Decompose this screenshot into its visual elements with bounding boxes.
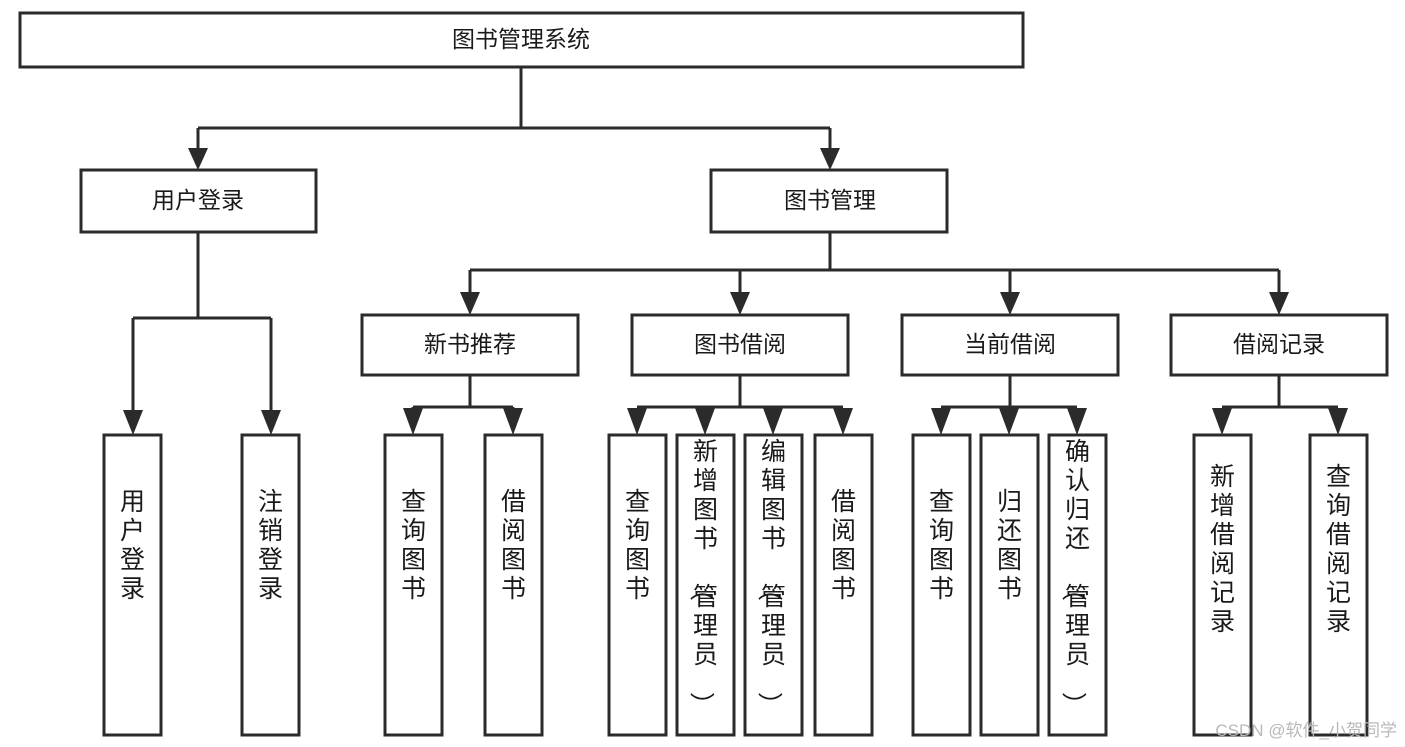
node-leaf-9[interactable]: 查询图书 <box>911 433 972 737</box>
arrow-leaf-6-icon <box>695 408 715 435</box>
node-borrow-box <box>630 313 850 377</box>
node-leaf-8[interactable]: 借阅图书 <box>813 433 874 737</box>
node-leaf-6-box <box>675 433 736 737</box>
node-leaf-10[interactable]: 归还图书 <box>979 433 1040 737</box>
node-leaf-11-box <box>1047 433 1108 737</box>
node-leaf-8-box <box>813 433 874 737</box>
node-bookmgmt-label: 图书管理 <box>784 187 876 213</box>
node-leaf-5-box <box>607 433 668 737</box>
node-current[interactable]: 当前借阅 <box>900 313 1120 377</box>
node-leaf-13[interactable]: 查询借阅记录 <box>1308 433 1369 737</box>
node-root[interactable]: 图书管理系统 <box>18 11 1025 69</box>
node-root-box <box>18 11 1025 69</box>
node-newbook[interactable]: 新书推荐 <box>360 313 580 377</box>
node-borrow-label: 图书借阅 <box>694 331 786 357</box>
arrow-leaf-7-icon <box>763 408 783 435</box>
arrow-leaf-13-icon <box>1328 408 1348 435</box>
node-leaf-7[interactable]: 编辑图书（管理员） <box>743 433 804 737</box>
arrow-leaf-5-icon <box>627 408 647 435</box>
node-leaf-5-label: 查询图书 <box>625 488 651 603</box>
arrow-to-login-icon <box>188 148 208 170</box>
arrow-leaf-8-icon <box>833 408 853 435</box>
node-leaf-3-label: 查询图书 <box>401 488 427 603</box>
node-bookmgmt[interactable]: 图书管理 <box>709 168 949 234</box>
node-newbook-box <box>360 313 580 377</box>
node-login[interactable]: 用户登录 <box>79 168 318 234</box>
node-leaf-12[interactable]: 新增借阅记录 <box>1192 433 1253 737</box>
node-leaf-3-box <box>383 433 444 737</box>
arrow-leaf-2-icon <box>261 410 281 435</box>
node-leaf-11-label: 确认归还（管理员） <box>1059 438 1091 718</box>
arrow-leaf-1-icon <box>123 410 143 435</box>
node-current-label: 当前借阅 <box>964 331 1056 357</box>
arrow-to-newbook-icon <box>460 292 480 315</box>
node-leaf-1-box <box>102 433 163 737</box>
node-bookmgmt-box <box>709 168 949 234</box>
arrow-to-record-icon <box>1269 292 1289 315</box>
node-leaf-1-label: 用户登录 <box>120 488 146 603</box>
arrow-to-current-icon <box>1000 292 1020 315</box>
node-current-box <box>900 313 1120 377</box>
node-leaf-10-label: 归还图书 <box>997 488 1023 603</box>
node-leaf-7-box <box>743 433 804 737</box>
node-leaf-12-label: 新增借阅记录 <box>1210 463 1236 636</box>
node-leaf-8-label: 借阅图书 <box>831 488 857 603</box>
node-record[interactable]: 借阅记录 <box>1169 313 1389 377</box>
node-leaf-13-box <box>1308 433 1369 737</box>
node-leaf-9-box <box>911 433 972 737</box>
arrow-leaf-3-icon <box>403 408 423 435</box>
arrow-leaf-9-icon <box>931 408 951 435</box>
node-leaf-1[interactable]: 用户登录 <box>102 433 163 737</box>
node-leaf-12-box <box>1192 433 1253 737</box>
node-leaf-9-label: 查询图书 <box>929 488 955 603</box>
node-root-label: 图书管理系统 <box>452 26 590 52</box>
connector-layer <box>123 67 1348 435</box>
node-leaf-2-label: 注销登录 <box>258 488 284 603</box>
node-leaf-10-box <box>979 433 1040 737</box>
node-leaf-6-label: 新增图书（管理员） <box>687 438 719 718</box>
node-leaf-13-label: 查询借阅记录 <box>1326 463 1352 636</box>
arrow-leaf-10-icon <box>999 408 1019 435</box>
node-leaf-11[interactable]: 确认归还（管理员） <box>1047 433 1108 737</box>
node-leaf-7-label: 编辑图书（管理员） <box>755 438 787 718</box>
node-leaf-2[interactable]: 注销登录 <box>240 433 301 737</box>
arrow-leaf-11-icon <box>1067 408 1087 435</box>
node-leaf-4[interactable]: 借阅图书 <box>483 433 544 737</box>
node-leaf-4-label: 借阅图书 <box>501 488 527 603</box>
node-leaf-3[interactable]: 查询图书 <box>383 433 444 737</box>
arrow-to-bookmgmt-icon <box>820 148 840 170</box>
node-login-box <box>79 168 318 234</box>
leaf-layer: 用户登录 注销登录 查询图书 借阅图书 查询图书 新增图书（管理员） 编辑图书（… <box>102 433 1369 737</box>
node-leaf-4-box <box>483 433 544 737</box>
node-record-box <box>1169 313 1389 377</box>
arrow-leaf-4-icon <box>503 408 523 435</box>
node-leaf-5[interactable]: 查询图书 <box>607 433 668 737</box>
node-leaf-6[interactable]: 新增图书（管理员） <box>675 433 736 737</box>
node-login-label: 用户登录 <box>152 187 244 213</box>
node-borrow[interactable]: 图书借阅 <box>630 313 850 377</box>
arrow-to-borrow-icon <box>730 292 750 315</box>
node-newbook-label: 新书推荐 <box>424 331 516 357</box>
arrow-leaf-12-icon <box>1212 408 1232 435</box>
node-record-label: 借阅记录 <box>1233 331 1325 357</box>
node-leaf-2-box <box>240 433 301 737</box>
csdn-watermark: CSDN @软件_小贺同学 <box>1215 721 1397 740</box>
